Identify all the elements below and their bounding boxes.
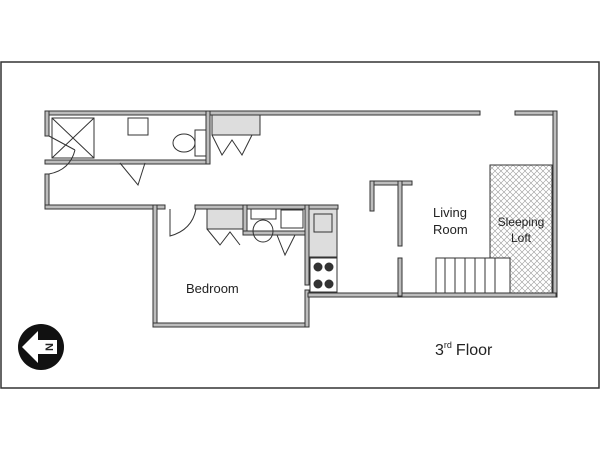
frame (0, 61, 600, 389)
bedroom-label: Bedroom (186, 281, 239, 296)
walls (44, 110, 558, 328)
sleeping-loft-label-1: Sleeping (498, 215, 545, 229)
sleeping-loft-label-2: Loft (511, 231, 532, 245)
stairs (435, 257, 511, 294)
north-arrow-icon: N (18, 324, 64, 370)
compass-letter: N (44, 343, 56, 351)
living-room-label-2: Room (433, 222, 468, 237)
fixtures (48, 114, 553, 294)
living-room-label-1: Living (433, 205, 467, 220)
